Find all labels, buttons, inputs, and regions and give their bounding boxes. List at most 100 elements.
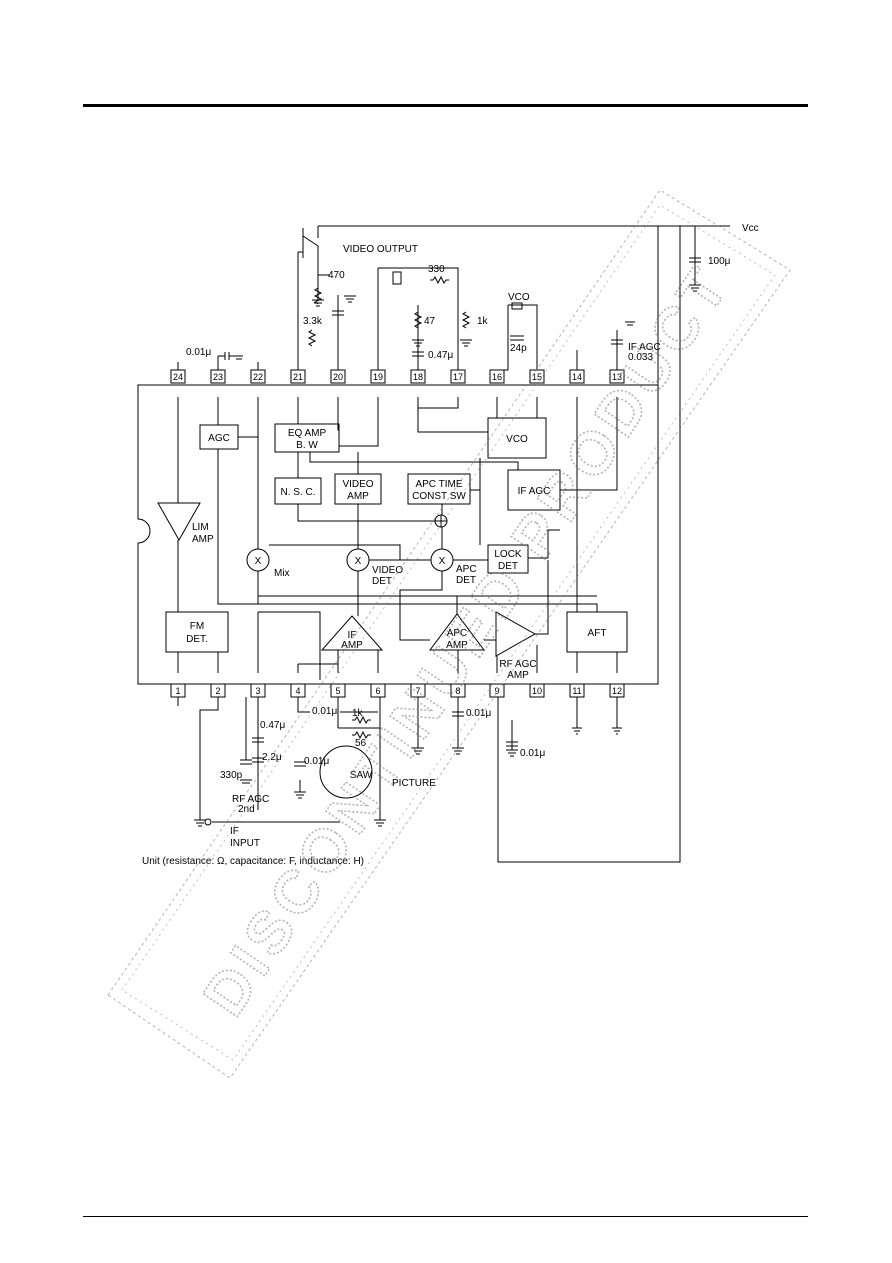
nsc-label: N. S. C.: [280, 487, 315, 498]
pin-6: [370, 683, 386, 698]
c-24p-label: 24p: [510, 343, 527, 354]
mixer-x-symbol: X: [255, 556, 262, 567]
capacitor-0-47u: [252, 737, 264, 743]
vcc-return-wire: [497, 226, 681, 863]
lim-amp-label: LIM: [192, 522, 209, 533]
resistor-330: [430, 275, 449, 285]
fm-det-block: [165, 611, 229, 653]
capacitor-if-agc: [611, 339, 623, 345]
watermark-text: DISCONTINUED PRODUCT: [190, 252, 743, 1027]
video-output-label: VIDEO OUTPUT: [343, 244, 418, 255]
apc-time-const-sw-block: [407, 473, 471, 505]
capacitor-0-01u-pin8: [452, 711, 464, 717]
capacitor-0-47u-top: [412, 351, 424, 357]
pin-number: 12: [612, 686, 622, 696]
rf-agc-amp-label-2: AMP: [507, 670, 529, 681]
r-330-label: 330: [428, 264, 445, 275]
apc-det-label: APC: [456, 564, 477, 575]
pin-number: 24: [173, 372, 183, 382]
fm-det-label-2: DET.: [186, 634, 208, 645]
apc-amp-label: APC: [447, 628, 468, 639]
rf-agc-amp-label: RF AGC: [499, 659, 536, 670]
apc-det-label-2: DET: [456, 575, 476, 586]
c-0-47u-pin3-label: 0.47μ: [260, 720, 285, 731]
if-amp-label: IF: [348, 630, 357, 641]
rf-agc-amp-triangle: [495, 611, 537, 657]
apc-time-label: APC TIME: [415, 479, 462, 490]
ground-symbol: [312, 299, 324, 307]
pin-number: 16: [492, 372, 502, 382]
picture-label: PICTURE: [392, 778, 436, 789]
pin-number: 7: [415, 686, 420, 696]
r-47-label: 47: [424, 316, 436, 327]
pin-number: 10: [532, 686, 542, 696]
eq-amp-label: EQ AMP: [288, 428, 327, 439]
resistor-1k: [461, 311, 471, 329]
pin-10: [529, 683, 545, 698]
capacitor-pin20: [332, 310, 344, 316]
video-amp-label: VIDEO: [342, 479, 373, 490]
c-0-01u-pin9-label: 0.01μ: [520, 748, 545, 759]
aft-label: AFT: [588, 628, 607, 639]
saw-label: SAW: [350, 770, 373, 781]
vcc-label: Vcc: [742, 223, 759, 234]
c-0-47u-label: 0.47μ: [428, 350, 453, 361]
units-note: Unit (resistance: Ω, capacitance: F, ind…: [142, 856, 364, 867]
pin-number: 17: [453, 372, 463, 382]
if-input-terminal: [204, 818, 212, 826]
c-0-01u-input-label: 0.01μ: [304, 756, 329, 767]
if-agc-ext-label: IF AGC: [628, 342, 661, 353]
pin16-wire: [497, 305, 509, 371]
pin-number: 13: [612, 372, 622, 382]
pin-number: 22: [253, 372, 263, 382]
fm-det-label: FM: [190, 621, 204, 632]
pin-number: 11: [572, 686, 581, 696]
lock-det-label-2: DET: [498, 561, 518, 572]
pin15-wire: [508, 304, 538, 370]
c-0-01u-pin23-label: 0.01μ: [186, 347, 211, 358]
pin-number: 6: [375, 686, 380, 696]
if-agc-ext-value: 0.033: [628, 352, 653, 363]
output-transistor: [302, 235, 319, 262]
resistor-56: [352, 730, 371, 740]
apc-amp-triangle: [429, 613, 485, 651]
pin-number: 2: [215, 686, 220, 696]
c-330p-label: 330p: [220, 770, 243, 781]
discontinued-watermark: DISCONTINUED PRODUCT: [107, 189, 791, 1079]
resistor-1k-pin5: [352, 715, 371, 725]
vco-ext-label: VCO: [508, 292, 530, 303]
resistor-470: [313, 287, 323, 305]
vco-label: VCO: [506, 434, 528, 445]
video-amp-label-2: AMP: [347, 491, 369, 502]
r-1k-label: 1k: [477, 316, 489, 327]
capacitor-2-2u: [252, 757, 264, 763]
if-agc-label: IF AGC: [518, 486, 551, 497]
rf-agc-2nd-label: 2nd: [238, 804, 255, 815]
pin-number: 9: [494, 686, 499, 696]
eq-amp-bw-label: B. W: [296, 440, 318, 451]
pin-number: 21: [293, 372, 303, 382]
c-0-01u-pin4-label: 0.01μ: [312, 706, 337, 717]
rf-agc-ext-label: RF AGC: [232, 794, 269, 805]
r-3-3k-label: 3.3k: [303, 316, 323, 327]
footer-rule: [83, 1216, 808, 1217]
if-amp-label-2: AMP: [341, 640, 363, 651]
ic-package-outline: [137, 384, 659, 685]
capacitor-330p: [240, 759, 252, 765]
pin-number: 8: [455, 686, 460, 696]
apc-det-x-symbol: X: [439, 556, 446, 567]
video-det-x-symbol: X: [355, 556, 362, 567]
header-rule: [83, 104, 808, 107]
apc-const-sw-label: CONST SW: [412, 491, 466, 502]
pin-number: 15: [532, 372, 542, 382]
r-1k-pin5-label: 1k: [352, 708, 364, 719]
resistor-3-3k: [307, 329, 317, 347]
c-100u-label: 100μ: [708, 256, 731, 267]
pin-number: 5: [335, 686, 340, 696]
resistor-47: [413, 311, 423, 329]
pin-number: 14: [572, 372, 582, 382]
pin-number: 18: [413, 372, 423, 382]
capacitor-0-01u-pin9: [506, 741, 518, 747]
capacitor-100u: [689, 257, 701, 263]
if-input-label-2: INPUT: [230, 838, 260, 849]
